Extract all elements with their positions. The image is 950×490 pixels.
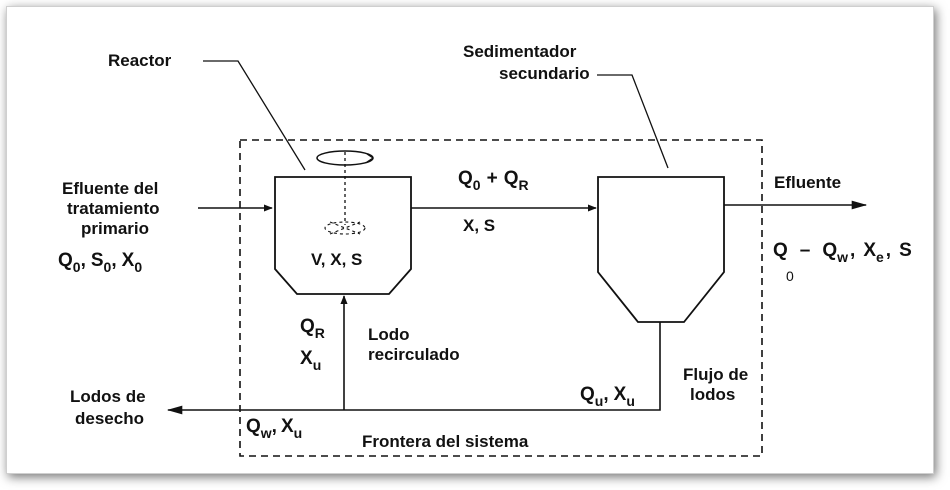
svg-text:Q0,S0,X0: Q0,S0,X0 — [58, 250, 142, 275]
reactor-contents-label: V, X, S — [311, 250, 362, 269]
system-boundary — [239, 139, 763, 457]
recycle-variables: QR Xu — [300, 316, 325, 373]
boundary-label: Frontera del sistema — [362, 432, 529, 451]
reactor-vessel — [274, 176, 412, 295]
svg-text:Xu: Xu — [300, 348, 321, 373]
effluent-variables: Q–Qw,Xe,S 0 — [773, 240, 912, 284]
recirculado-label: recirculado — [368, 345, 460, 364]
agitator-icon — [316, 150, 374, 235]
secundario-label: secundario — [499, 64, 590, 83]
influent-label-3: primario — [81, 219, 149, 238]
x-s-label: X, S — [463, 216, 495, 235]
flujo-label: Flujo de — [683, 365, 748, 384]
lodos-label: lodos — [690, 385, 735, 404]
svg-text:Q0+QR: Q0+QR — [458, 168, 529, 193]
svg-text:Qu,Xu: Qu,Xu — [580, 384, 635, 409]
diagram-frame — [6, 6, 934, 474]
waste-label-2: desecho — [75, 409, 144, 428]
sludge-underflow-line — [166, 322, 661, 415]
waste-label-1: Lodos de — [70, 387, 146, 406]
svg-text:Q–Qw,Xe,S: Q–Qw,Xe,S — [773, 240, 912, 265]
reactor-leader-line — [203, 60, 306, 171]
waste-variables: Qw,Xu — [246, 416, 302, 441]
clarifier-leader-line — [597, 74, 669, 169]
underflow-variables: Qu,Xu — [580, 384, 635, 409]
reactor-label: Reactor — [108, 51, 172, 70]
influent-label-1: Efluente del — [62, 179, 158, 198]
flow-to-clarifier-label: Q0+QR — [458, 168, 529, 193]
effluent-label: Efluente — [774, 173, 841, 192]
influent-variables: Q0,S0,X0 — [58, 250, 142, 275]
influent-label-2: tratamiento — [67, 199, 160, 218]
svg-text:QR: QR — [300, 316, 325, 341]
clarifier-vessel — [597, 176, 725, 323]
sedimentador-label: Sedimentador — [463, 42, 577, 61]
svg-text:0: 0 — [786, 268, 794, 284]
svg-text:Qw,Xu: Qw,Xu — [246, 416, 302, 441]
lodo-label: Lodo — [368, 325, 410, 344]
